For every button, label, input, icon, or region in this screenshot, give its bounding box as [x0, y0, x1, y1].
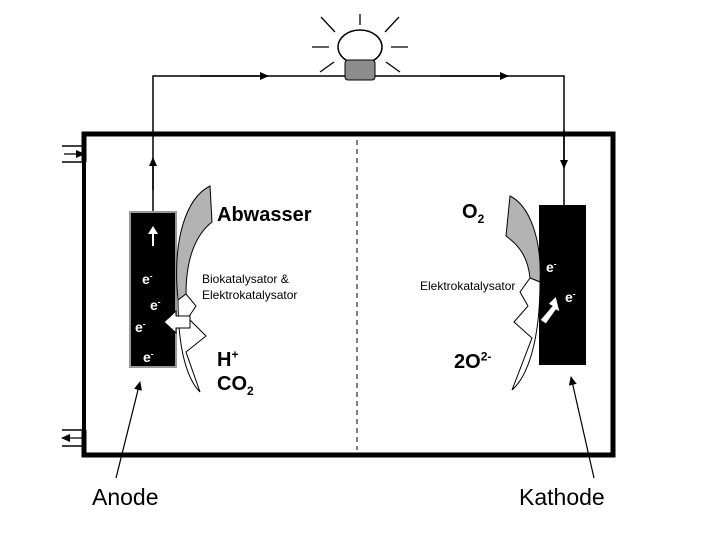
- kathode-label: Kathode: [519, 484, 605, 510]
- anode-electron-4: e-: [143, 348, 154, 365]
- label-pointers: [115, 376, 595, 479]
- cell-container: [81, 131, 616, 458]
- cathode-electron-2: e-: [565, 288, 576, 305]
- light-bulb-icon: [312, 14, 408, 81]
- proton-label: H+: [217, 347, 239, 371]
- anode-electron-3: e-: [135, 318, 146, 335]
- co2-label: CO2: [217, 373, 254, 398]
- anode-electron-1: e-: [142, 270, 153, 287]
- cathode-electrode: [539, 205, 586, 365]
- anode-electron-2: e-: [150, 296, 161, 313]
- anode-label: Anode: [92, 484, 159, 510]
- cathode-electron-1: e-: [546, 258, 557, 275]
- elektrokatalysator-anode-label: Elektrokatalysator: [202, 288, 298, 302]
- circuit-wire: [149, 72, 568, 212]
- abwasser-label: Abwasser: [217, 204, 312, 226]
- cathode-oxide-arrow-icon: [539, 295, 561, 325]
- cathode-catalyst-outline: [511, 277, 541, 391]
- outlet-pipe: [61, 429, 84, 447]
- anode-proton-arrow-icon: [163, 309, 191, 335]
- biokatalysator-label: Biokatalysator &: [202, 272, 289, 286]
- inlet-pipe: [62, 145, 85, 163]
- electron-up-arrow-icon: [148, 226, 158, 246]
- elektrokatalysator-cathode-label: Elektrokatalysator: [420, 279, 516, 293]
- oxide-ion-label: 2O2-: [454, 349, 492, 373]
- oxygen-label: O2: [462, 201, 485, 226]
- cathode-catalyst-shape: [505, 195, 541, 283]
- anode-catalyst-outline: [177, 293, 207, 393]
